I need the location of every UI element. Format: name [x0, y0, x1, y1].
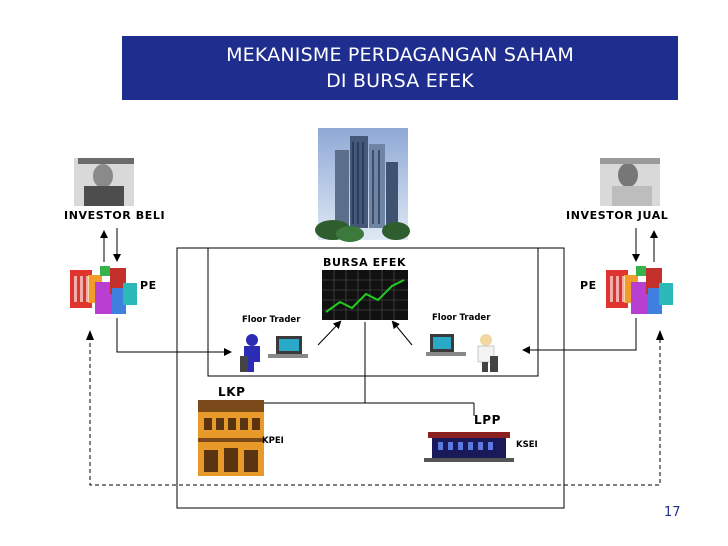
- exchange-frame: [207, 247, 539, 377]
- pe-left-buildings-icon: [70, 266, 137, 314]
- dashed-arrowhead-left: [86, 330, 94, 340]
- floor-trader-left-label: Floor Trader: [242, 315, 301, 325]
- ksei-label: KSEI: [516, 440, 538, 450]
- exchange-board-icon: [322, 270, 408, 320]
- investor-beli-photo: [74, 158, 134, 206]
- title-line-1: MEKANISME PERDAGANGAN SAHAM: [226, 44, 574, 66]
- pe-right-buildings-icon: [606, 266, 673, 314]
- bursa-efek-label: BURSA EFEK: [323, 256, 407, 269]
- lkp-label: LKP: [218, 385, 246, 399]
- lkp-kpei-building-icon: [198, 400, 264, 476]
- arrow-pe-right-to-floor-trader: [522, 318, 637, 354]
- page-number: 17: [664, 505, 681, 520]
- floor-trader-right-label: Floor Trader: [432, 313, 491, 323]
- arrow-floor-trader-left-to-exchange: [317, 320, 342, 346]
- investor-beli-label: INVESTOR BELI: [64, 209, 166, 222]
- investor-jual-photo: [600, 158, 660, 206]
- kpei-label: KPEI: [262, 436, 284, 446]
- arrow-pe-left-to-floor-trader: [116, 318, 232, 356]
- dashed-arrowhead-right: [656, 330, 664, 340]
- lpp-label: LPP: [474, 413, 502, 427]
- title-line-2: DI BURSA EFEK: [326, 70, 474, 92]
- floor-trader-left-icon: [240, 334, 308, 372]
- title-banner: [122, 36, 678, 100]
- stock-exchange-building-image: [315, 128, 410, 242]
- arrow-floor-trader-right-to-exchange: [391, 320, 413, 346]
- lpp-ksei-building-icon: [424, 432, 514, 462]
- floor-trader-right-icon: [426, 334, 498, 372]
- pe-left-label: PE: [140, 279, 157, 292]
- investor-jual-label: INVESTOR JUAL: [566, 209, 669, 222]
- pe-right-label: PE: [580, 279, 597, 292]
- settlement-dashed-loop: [89, 336, 661, 486]
